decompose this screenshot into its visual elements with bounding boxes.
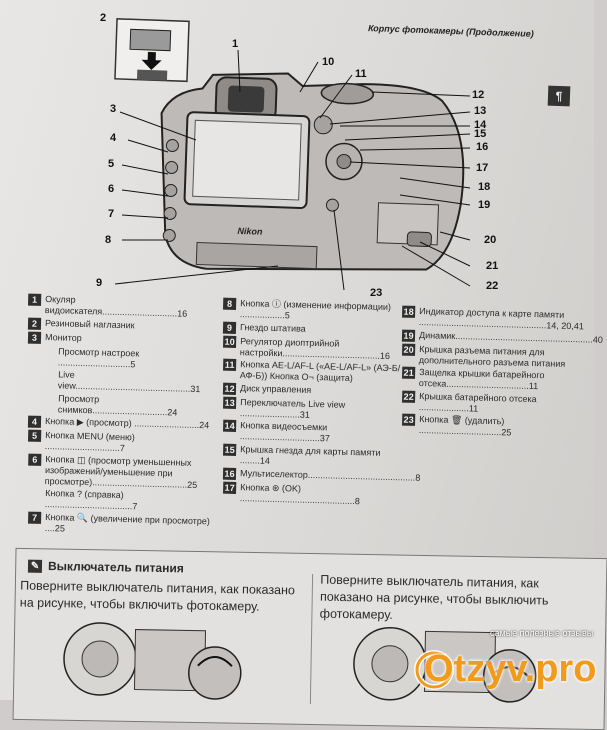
callout-18: 18 [478,181,491,193]
callout-13: 13 [474,105,487,117]
callout-4: 4 [110,132,117,144]
callout-9: 9 [96,277,103,289]
watermark: Otzyv.pro [404,636,597,700]
callout-7: 7 [108,208,115,220]
callout-5: 5 [108,158,115,170]
legend-subitem: Просмотр настроек ......................… [57,345,140,369]
callout-12: 12 [472,89,485,101]
callout-20: 20 [484,234,497,246]
note-text-on: Поверните выключатель питания, как показ… [19,578,296,614]
legend-item: Кнопка ? (справка) .....................… [44,488,138,512]
legend-subitem: Просмотр снимков........................… [57,393,178,418]
callout-6: 6 [108,183,115,195]
callout-11: 11 [355,68,367,80]
watermark-logo: Otzyv.pro [424,648,597,690]
callout-3: 3 [110,103,117,115]
power-switch-on-illustration [63,622,242,700]
note-text-off: Поверните выключатель питания, как показ… [319,572,549,622]
callout-14: 14 [474,119,487,131]
legend-subitem: Live view...............................… [57,369,201,395]
callout-21: 21 [486,260,499,272]
callout-17: 17 [476,162,489,174]
power-switch-off-illustration [353,627,537,703]
note-title: ✎Выключатель питания [27,559,184,576]
brand-logo: Nikon [237,226,263,237]
eyecup-inset [114,18,190,83]
camera-body: Nikon [160,72,465,271]
callout-1: 1 [232,38,239,50]
power-switch-illustrations [63,622,537,703]
callout-15: 15 [474,128,487,140]
callout-10: 10 [322,56,335,68]
callout-22: 22 [486,280,499,292]
callout-19: 19 [478,199,491,211]
pencil-icon: ✎ [27,559,43,574]
watermark-tagline: самые полезные отзывы [490,628,594,638]
callout-23: 23 [370,287,383,299]
callout-8: 8 [105,234,112,246]
callout-16: 16 [476,141,489,153]
leader-lines [114,49,471,291]
callout-2: 2 [100,12,107,24]
camera-back-diagram: Nikon [114,18,471,291]
